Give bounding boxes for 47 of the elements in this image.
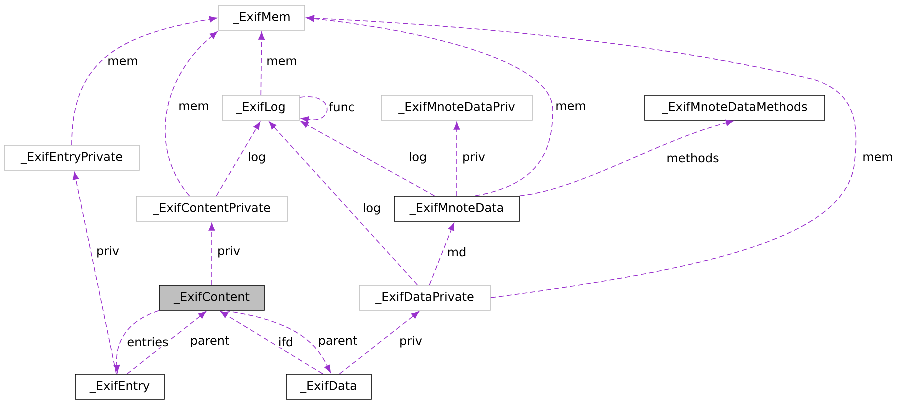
class-box: _ExifContent <box>159 285 265 311</box>
arrow <box>300 121 436 196</box>
edge-label: priv <box>398 335 424 349</box>
class-box: _ExifLog <box>222 95 300 121</box>
class-box: _ExifEntryPrivate <box>4 145 140 171</box>
arrow <box>306 16 554 196</box>
edge-label: mem <box>862 154 894 162</box>
edge-label: md <box>446 246 468 258</box>
class-box: _ExifDataPrivate <box>359 285 491 311</box>
arrow <box>72 172 117 374</box>
arrow <box>269 122 418 286</box>
arrow <box>165 32 218 196</box>
class-box: _ExifMnoteDataPriv <box>381 95 533 121</box>
edge-label: mem <box>554 102 588 112</box>
edge-label: entries <box>126 336 170 348</box>
arrow <box>520 120 734 196</box>
edge-label: mem <box>106 58 140 66</box>
edge-label: log <box>408 151 428 165</box>
class-box: _ExifMnoteDataMethods <box>644 95 826 121</box>
edge-label: priv <box>216 245 242 259</box>
class-box: _ExifMem <box>218 5 306 31</box>
edge-label: mem <box>178 102 210 112</box>
edge-label: func <box>328 101 356 113</box>
arrow <box>208 223 216 286</box>
class-box: _ExifData <box>286 374 372 400</box>
arrow <box>127 312 206 374</box>
edge-label: parent <box>317 336 359 348</box>
class-box: _ExifMnoteData <box>394 196 520 222</box>
arrow <box>306 15 857 298</box>
arrow <box>258 32 265 96</box>
edge-label: mem <box>266 58 298 66</box>
class-box: _ExifEntry <box>75 374 165 400</box>
arrow <box>300 96 328 123</box>
arrow <box>114 310 160 373</box>
arrow <box>216 122 261 196</box>
edge-label: log <box>246 151 268 165</box>
arrow <box>429 222 455 286</box>
edge-label: ifd <box>277 336 295 348</box>
arrow <box>339 311 420 374</box>
edge-label: parent <box>189 336 231 348</box>
edge-label: log <box>362 202 382 216</box>
arrow <box>454 122 460 196</box>
arrow <box>72 16 218 146</box>
edge-label: methods <box>666 152 720 164</box>
class-box: _ExifContentPrivate <box>136 196 288 222</box>
edge-label: priv <box>96 245 120 259</box>
edge-label: priv <box>462 151 486 165</box>
